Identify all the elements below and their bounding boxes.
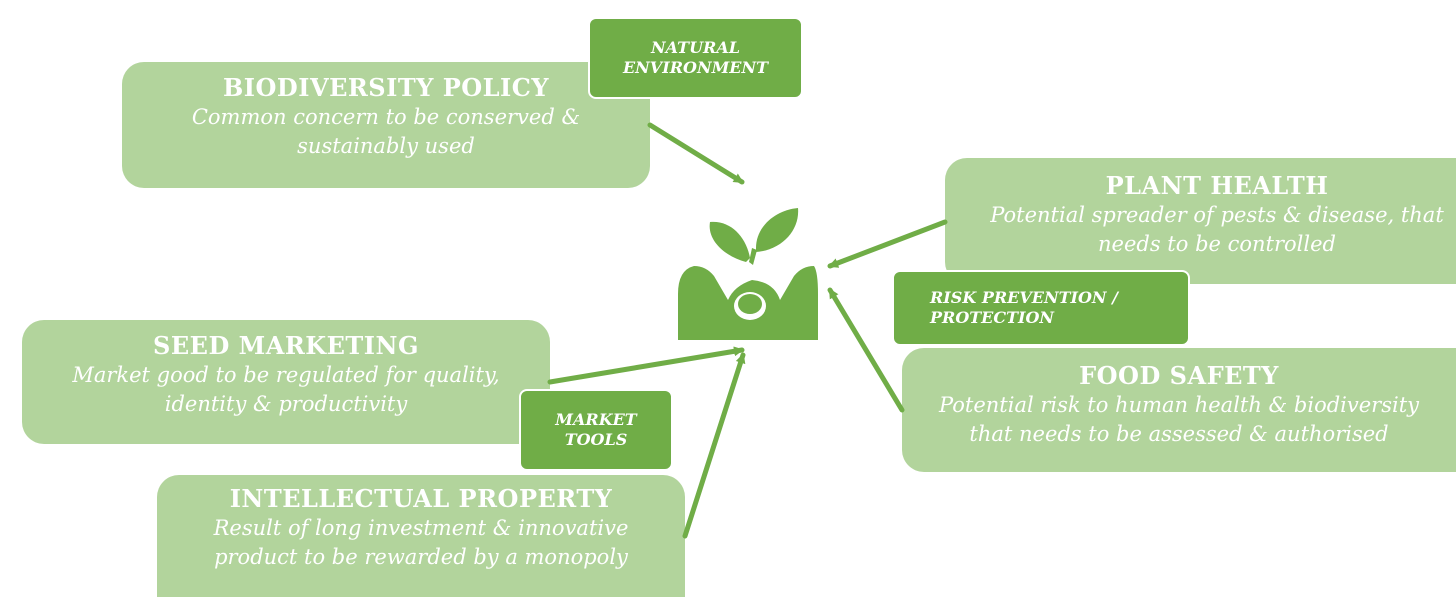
plant-health-title: PLANT HEALTH	[1105, 171, 1329, 200]
risk-prevention-tag: RISK PREVENTION / PROTECTION	[892, 270, 1190, 346]
intellectual-property-line1: Result of long investment & innovative	[213, 515, 629, 540]
food-safety-line1: Potential risk to human health & biodive…	[938, 392, 1420, 417]
biodiversity-policy-box: BIODIVERSITY POLICY Common concern to be…	[122, 62, 650, 188]
biodiversity-policy-line2: sustainably used	[297, 134, 475, 159]
natural-environment-tag: NATURAL ENVIRONMENT	[588, 17, 803, 99]
market-tools-tag: MARKET TOOLS	[519, 389, 673, 471]
biodiversity-policy-title: BIODIVERSITY POLICY	[222, 73, 549, 102]
seed-marketing-line2: identity & productivity	[164, 392, 408, 417]
food-safety-title: FOOD SAFETY	[1079, 361, 1279, 390]
sprout-in-soil-icon	[678, 208, 818, 340]
risk-prevention-line1: RISK PREVENTION /	[930, 288, 1118, 307]
market-tools-line2: TOOLS	[564, 430, 628, 449]
seed-marketing-title: SEED MARKETING	[153, 331, 419, 360]
arrow-seed-marketing	[547, 346, 745, 385]
intellectual-property-title: INTELLECTUAL PROPERTY	[229, 484, 613, 513]
biodiversity-policy-line1: Common concern to be conserved &	[191, 104, 581, 129]
intellectual-property-box: INTELLECTUAL PROPERTY Result of long inv…	[157, 475, 685, 597]
arrow-biodiversity	[647, 122, 745, 185]
natural-environment-line2: ENVIRONMENT	[622, 58, 768, 77]
food-safety-line2: that needs to be assessed & authorised	[969, 422, 1389, 447]
arrow-intellectual-property	[682, 352, 746, 539]
risk-prevention-line2: PROTECTION	[930, 308, 1055, 327]
plant-health-line2: needs to be controlled	[1098, 232, 1336, 257]
arrow-food-safety	[827, 287, 905, 413]
intellectual-property-line2: product to be rewarded by a monopoly	[214, 545, 628, 570]
seed-marketing-box: SEED MARKETING Market good to be regulat…	[22, 320, 550, 444]
seed-marketing-line1: Market good to be regulated for quality,	[72, 362, 500, 387]
plant-health-box: PLANT HEALTH Potential spreader of pests…	[945, 158, 1456, 284]
arrow-plant-health	[827, 219, 948, 269]
plant-health-line1: Potential spreader of pests & disease, t…	[990, 202, 1444, 227]
market-tools-line1: MARKET	[555, 410, 637, 429]
natural-environment-line1: NATURAL	[651, 38, 740, 57]
food-safety-box: FOOD SAFETY Potential risk to human heal…	[902, 348, 1456, 472]
